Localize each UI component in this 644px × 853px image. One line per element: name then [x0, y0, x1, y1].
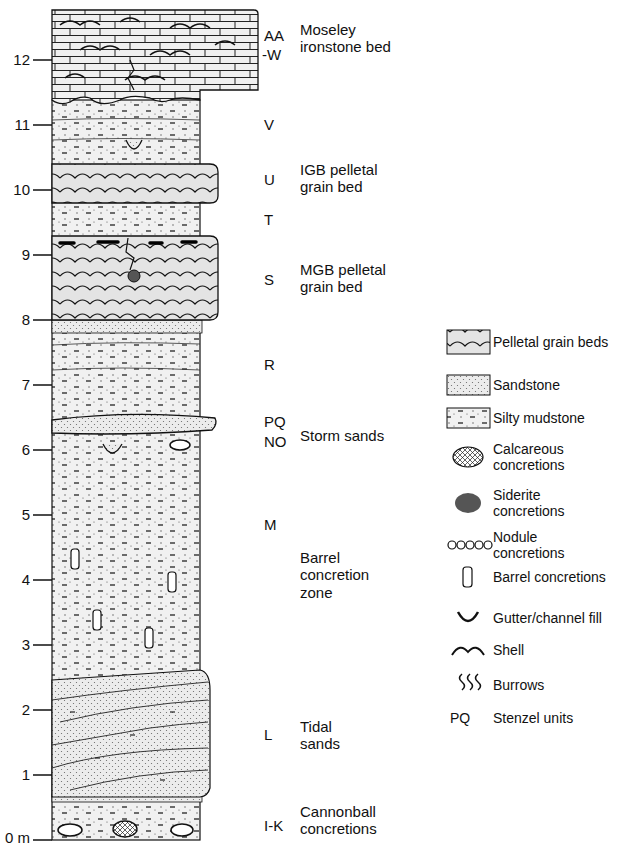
- axis-number: 7: [22, 376, 30, 393]
- legend-text: Gutter/channel fill: [493, 610, 611, 626]
- legend-text: Shell: [493, 642, 611, 658]
- axis-number: 5: [22, 506, 30, 523]
- unit-letter: S: [264, 271, 274, 288]
- unit-description: IGB pelletal grain bed: [300, 161, 408, 196]
- unit-description: MGB pelletal grain bed: [300, 261, 412, 296]
- axis-number: 1: [22, 766, 30, 783]
- axis-number: 12: [13, 51, 30, 68]
- legend-text: Calcareous concretions: [493, 441, 611, 473]
- legend-text: Stenzel units: [493, 710, 611, 726]
- axis-number: 3: [22, 636, 30, 653]
- unit-description: Barrel concretion zone: [300, 549, 392, 601]
- unit-letter: M: [264, 516, 277, 533]
- legend-text: Burrows: [493, 677, 611, 693]
- unit-description: Storm sands: [300, 427, 384, 444]
- legend-text: Siderite concretions: [493, 487, 611, 519]
- unit-description: Tidal sands: [300, 718, 360, 753]
- legend-swatch: [455, 493, 481, 513]
- axis-number: 4: [22, 571, 30, 588]
- unit-letter: T: [264, 211, 273, 228]
- legend-text: Silty mudstone: [493, 410, 611, 426]
- unit-letter: -W: [262, 46, 281, 63]
- legend-sample-text: PQ: [450, 710, 470, 726]
- legend-text: Pelletal grain beds: [493, 334, 611, 350]
- legend-text: Nodule concretions: [493, 529, 611, 561]
- legend-text: Sandstone: [493, 377, 611, 393]
- axis-number: 11: [14, 116, 30, 133]
- unit-letter: I-K: [264, 817, 283, 834]
- unit-letter: V: [264, 116, 274, 133]
- unit-letter: PQ: [264, 413, 286, 430]
- axis-number: 9: [22, 246, 30, 263]
- legend-text: Barrel concretions: [493, 569, 611, 585]
- axis-number: 6: [22, 441, 30, 458]
- axis-number: 8: [22, 311, 30, 328]
- unit-letter: R: [264, 356, 275, 373]
- unit-letter: L: [264, 726, 272, 743]
- axis-number: 10: [13, 181, 30, 198]
- unit-letter: NO: [264, 433, 287, 450]
- unit-description: Cannonball concretions: [300, 803, 404, 838]
- unit-letter: U: [264, 171, 275, 188]
- axis-number: 0 m: [5, 829, 30, 846]
- unit-description: Moseley ironstone bed: [300, 21, 412, 56]
- axis-number: 2: [22, 701, 30, 718]
- unit-letter: AA: [264, 27, 284, 44]
